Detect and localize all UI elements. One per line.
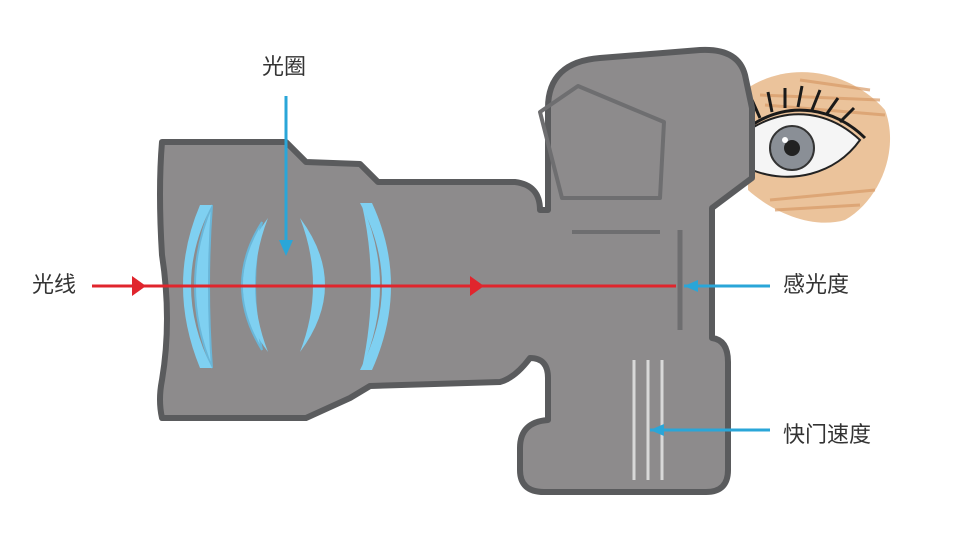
aperture-label: 光圈 <box>262 55 307 80</box>
shutter <box>632 360 664 480</box>
iso-label: 感光度 <box>783 273 850 298</box>
eye-lashes <box>750 85 867 140</box>
eye-icon <box>748 72 891 223</box>
eye-pupil <box>784 140 800 156</box>
aperture-pointer <box>279 96 293 256</box>
viewfinder-prism <box>538 84 666 200</box>
shutter-speed-label: 快门速度 <box>783 423 872 448</box>
lens-front <box>183 205 212 368</box>
camera-body <box>157 46 755 495</box>
lens-rear-fill <box>360 203 391 370</box>
eye-highlight <box>782 137 788 143</box>
arrow-left-icon <box>684 280 698 292</box>
light-label: 光线 <box>32 273 77 298</box>
eye-skin-strokes <box>759 78 886 212</box>
light-ray <box>92 276 676 296</box>
arrow-left-icon <box>650 424 664 436</box>
arrow-icon <box>132 276 146 296</box>
arrow-down-icon <box>279 240 293 256</box>
arrow-icon <box>470 276 484 296</box>
shutter-pointer <box>650 424 770 436</box>
lens-mid-left-fill <box>243 218 268 352</box>
iso-pointer <box>684 280 770 292</box>
lens-mid-right <box>300 218 325 352</box>
